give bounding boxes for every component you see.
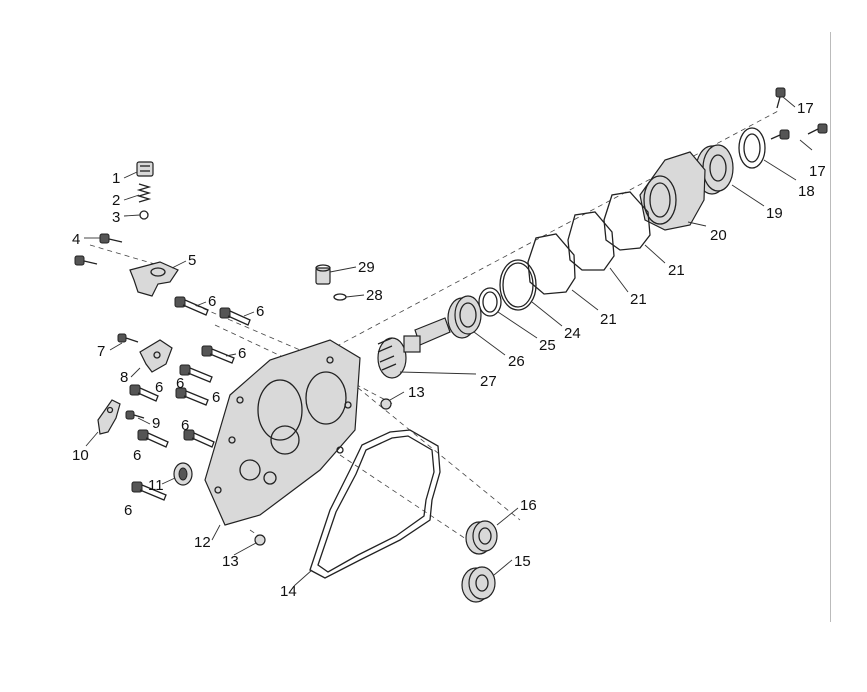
- callout-13: 13: [408, 384, 425, 401]
- callout-2: 2: [112, 192, 120, 209]
- bolt-part-17: [770, 87, 828, 140]
- callout-1: 1: [112, 170, 120, 187]
- gasket-part-14: [309, 429, 441, 579]
- callout-21: 21: [630, 291, 647, 308]
- callout-6: 6: [176, 375, 184, 392]
- plate-part-8: [139, 339, 173, 373]
- o-ring-part-24: [499, 259, 537, 311]
- ball-part-3: [139, 210, 149, 220]
- plug-part-1: [136, 161, 154, 177]
- callout-18: 18: [798, 183, 815, 200]
- bearing-housing-part-20: [639, 151, 706, 231]
- callout-6: 6: [208, 293, 216, 310]
- callout-6: 6: [212, 389, 220, 406]
- bracket-part-10: [97, 399, 121, 435]
- callout-9: 9: [152, 415, 160, 432]
- callout-8: 8: [120, 369, 128, 386]
- callout-7: 7: [97, 343, 105, 360]
- callout-labels: 1 2 3 4 5 6 6 6 6 6 6 6 6 6 7 8 9 10 11 …: [72, 100, 826, 600]
- callout-4: 4: [72, 231, 80, 248]
- callout-11: 11: [148, 477, 164, 494]
- bracket-part-5: [129, 261, 179, 297]
- washer-part-28: [333, 293, 347, 301]
- callout-6: 6: [181, 417, 189, 434]
- callout-29: 29: [358, 259, 375, 276]
- callout-17: 17: [797, 100, 814, 117]
- callout-15: 15: [514, 553, 531, 570]
- callout-21: 21: [600, 311, 617, 328]
- seal-ring-part-18: [738, 127, 766, 169]
- dowel-pin-part-13: [254, 398, 392, 546]
- shim-gasket-part-21: [527, 191, 651, 295]
- bevel-gear-shaft-part-27: [377, 317, 451, 379]
- callout-6: 6: [124, 502, 132, 519]
- bolt-part-9: [125, 410, 145, 420]
- plug-part-29: [315, 264, 331, 285]
- callout-17: 17: [809, 163, 826, 180]
- callout-6: 6: [256, 303, 264, 320]
- housing-part-12: [204, 339, 361, 526]
- callout-14: 14: [280, 583, 297, 600]
- leader-lines: [84, 96, 813, 587]
- callout-21: 21: [668, 262, 685, 279]
- callout-3: 3: [112, 209, 120, 226]
- callout-6: 6: [238, 345, 246, 362]
- page-edge-divider: [830, 32, 831, 622]
- callout-28: 28: [366, 287, 383, 304]
- bolt-part-7: [117, 333, 139, 343]
- bearing-part-15: [461, 566, 496, 603]
- callout-5: 5: [188, 252, 196, 269]
- callout-27: 27: [480, 373, 497, 390]
- bearing-part-16: [465, 520, 498, 555]
- callout-20: 20: [710, 227, 727, 244]
- callout-16: 16: [520, 497, 537, 514]
- callout-13: 13: [222, 553, 239, 570]
- callout-26: 26: [508, 353, 525, 370]
- callout-10: 10: [72, 447, 89, 464]
- bolt-part-4: [74, 233, 123, 266]
- callout-6: 6: [155, 379, 163, 396]
- callout-24: 24: [564, 325, 581, 342]
- washer-part-25: [478, 287, 502, 317]
- callout-12: 12: [194, 534, 211, 551]
- callout-19: 19: [766, 205, 783, 222]
- oil-seal-part-11: [173, 462, 193, 486]
- needle-bearing-part-26: [447, 295, 482, 339]
- spring-part-2: [136, 183, 152, 203]
- callout-25: 25: [539, 337, 556, 354]
- callout-6: 6: [133, 447, 141, 464]
- bolt-set-part-6: [129, 296, 251, 501]
